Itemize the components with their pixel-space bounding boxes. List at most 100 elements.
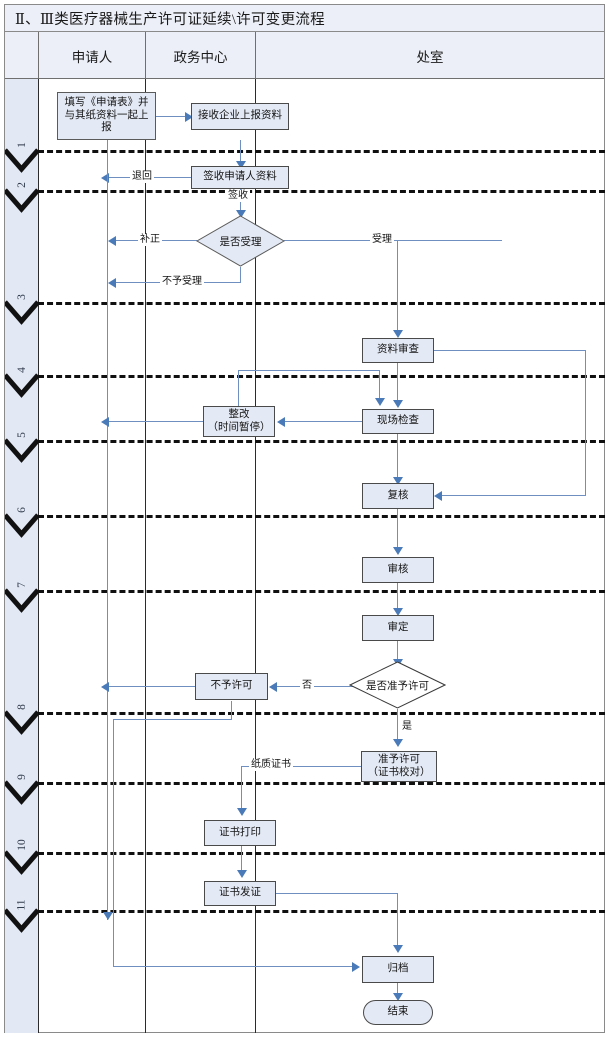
applicant-lifeline-arrowhead — [103, 912, 113, 920]
node-examine[interactable]: 审核 — [362, 557, 434, 583]
phase-separator-6 — [38, 515, 605, 518]
edge-n4-n7-v — [585, 350, 587, 496]
edge-n12-n13-arrowhead — [237, 870, 247, 878]
edge-n4-n7-h2 — [442, 495, 586, 497]
chevron-4-icon — [5, 372, 38, 398]
decision-accept-or-not-label: 是否受理 — [219, 236, 262, 248]
edge-d1-accept-arrowhead — [393, 330, 403, 338]
phase-separator-2 — [38, 190, 605, 193]
chevron-8-icon — [5, 709, 38, 735]
node-rectification[interactable]: 整改 （时间暂停） — [203, 406, 275, 437]
phase-separator-5 — [38, 440, 605, 443]
header-cell-department: 处室 — [255, 32, 604, 79]
phase-separator-7 — [38, 590, 605, 593]
edge-n11-n12-v — [241, 766, 243, 812]
edge-n5-n6-arrowhead — [375, 398, 385, 406]
edge-label-return: 退回 — [130, 171, 154, 183]
chevron-10-icon — [5, 849, 38, 875]
edge-n4-n6 — [397, 363, 399, 405]
edge-n10-archive-v1 — [231, 701, 233, 720]
edge-n5-n6-h — [238, 370, 380, 372]
edge-n8-n9-arrowhead — [393, 608, 403, 616]
edge-n10-archive-h1 — [113, 719, 232, 721]
edge-n7-n8-arrowhead — [393, 547, 403, 555]
edge-d1-reject-v — [240, 267, 242, 283]
header-cell-applicant: 申请人 — [38, 32, 145, 79]
header-cell-gov-center: 政务中心 — [145, 32, 255, 79]
edge-n10-archive-h2 — [113, 966, 353, 968]
decision-accept-or-not[interactable]: 是否受理 — [196, 215, 285, 267]
edge-n6-n7-arrowhead — [393, 477, 403, 485]
node-license-granted[interactable]: 准予许可 （证书校对） — [361, 751, 437, 782]
edge-n6-n5-arrowhead — [277, 417, 285, 427]
edge-d2-yes-arrowhead — [393, 739, 403, 747]
node-recheck[interactable]: 复核 — [362, 483, 434, 509]
edge-n3-d1-arrowhead — [236, 210, 246, 218]
phase-separator-8 — [38, 712, 605, 715]
edge-n13-n14-h — [276, 893, 398, 895]
node-print-certificate[interactable]: 证书打印 — [204, 820, 276, 846]
edge-n5-n6-v1 — [238, 370, 240, 408]
edge-n5-applicant-arrowhead — [101, 417, 109, 427]
edge-n8-n9 — [397, 583, 399, 613]
chevron-3-icon — [5, 299, 38, 325]
phase-separator-9 — [38, 782, 605, 785]
node-license-denied[interactable]: 不予许可 — [195, 673, 268, 700]
node-end[interactable]: 结束 — [363, 1000, 433, 1025]
edge-n1-n2-arrowhead — [185, 112, 193, 122]
node-issue-certificate[interactable]: 证书发证 — [204, 881, 276, 906]
edge-label-no: 否 — [300, 680, 314, 692]
edge-n1-n2 — [156, 116, 186, 118]
edge-label-correction: 补正 — [138, 234, 162, 246]
header-cell-step-no — [5, 32, 38, 79]
edge-n4-n7-arrowhead — [434, 491, 442, 501]
node-receive-materials[interactable]: 接收企业上报资料 — [191, 103, 289, 130]
edge-n14-n15-arrowhead — [393, 993, 403, 1001]
node-onsite-inspection[interactable]: 现场检查 — [362, 409, 434, 434]
chevron-2-icon — [5, 187, 38, 213]
edge-n5-applicant — [108, 421, 203, 423]
page-title: Ⅱ、Ⅲ类医疗器械生产许可证延续\许可变更流程 — [5, 5, 604, 32]
step-number-strip: 1 2 3 4 5 6 7 8 9 10 11 — [5, 79, 38, 1033]
table-frame — [4, 4, 605, 1033]
phase-separator-11 — [38, 910, 605, 913]
edge-d1-accept-v — [397, 240, 399, 334]
edge-n14-n15 — [397, 983, 399, 997]
applicant-lifeline — [107, 140, 109, 920]
edge-n11-n12-arrowhead — [237, 808, 247, 816]
edge-label-accept: 受理 — [370, 234, 394, 246]
node-fill-application[interactable]: 填写《申请表》并 与其纸资料一起上 报 — [57, 92, 156, 140]
phase-separator-1 — [38, 150, 605, 153]
edge-n2-n3-arrowhead — [236, 161, 246, 169]
edge-label-yes: 是 — [400, 721, 414, 733]
edge-n10-applicant-arrowhead — [101, 682, 109, 692]
phase-separator-10 — [38, 852, 605, 855]
edge-d1-correction-arrowhead — [108, 236, 116, 246]
edge-n7-n8 — [397, 509, 399, 551]
edge-label-signed: 签收 — [226, 190, 250, 202]
edge-n5-n6-v2 — [379, 370, 381, 402]
edge-n13-n14-arrowhead — [393, 945, 403, 953]
edge-d1-reject-arrowhead — [108, 278, 116, 288]
edge-n10-archive-v2 — [113, 719, 115, 967]
edge-n4-n7-h1 — [434, 350, 586, 352]
chevron-6-icon — [5, 512, 38, 538]
lane-divider-2 — [145, 79, 146, 1033]
edge-label-paper-cert: 纸质证书 — [249, 759, 293, 771]
lane-divider-1 — [38, 79, 39, 1033]
phase-separator-4 — [38, 375, 605, 378]
chevron-5-icon — [5, 437, 38, 463]
node-archive[interactable]: 归档 — [362, 956, 434, 983]
edge-n2-n3 — [240, 140, 242, 165]
node-sign-receipt[interactable]: 签收申请人资料 — [191, 166, 289, 189]
edge-d2-no-arrowhead — [269, 682, 277, 692]
edge-n10-archive-arrowhead — [352, 962, 360, 972]
edge-n13-n14-v — [397, 893, 399, 949]
node-approve-decision[interactable]: 审定 — [362, 615, 434, 641]
edge-n6-n5 — [284, 421, 362, 423]
node-material-review[interactable]: 资料审查 — [362, 338, 434, 363]
chevron-1-icon — [5, 147, 38, 173]
decision-grant-license[interactable]: 是否准予许可 — [349, 661, 446, 709]
edge-n10-applicant — [108, 686, 196, 688]
edge-n6-n7 — [397, 434, 399, 482]
